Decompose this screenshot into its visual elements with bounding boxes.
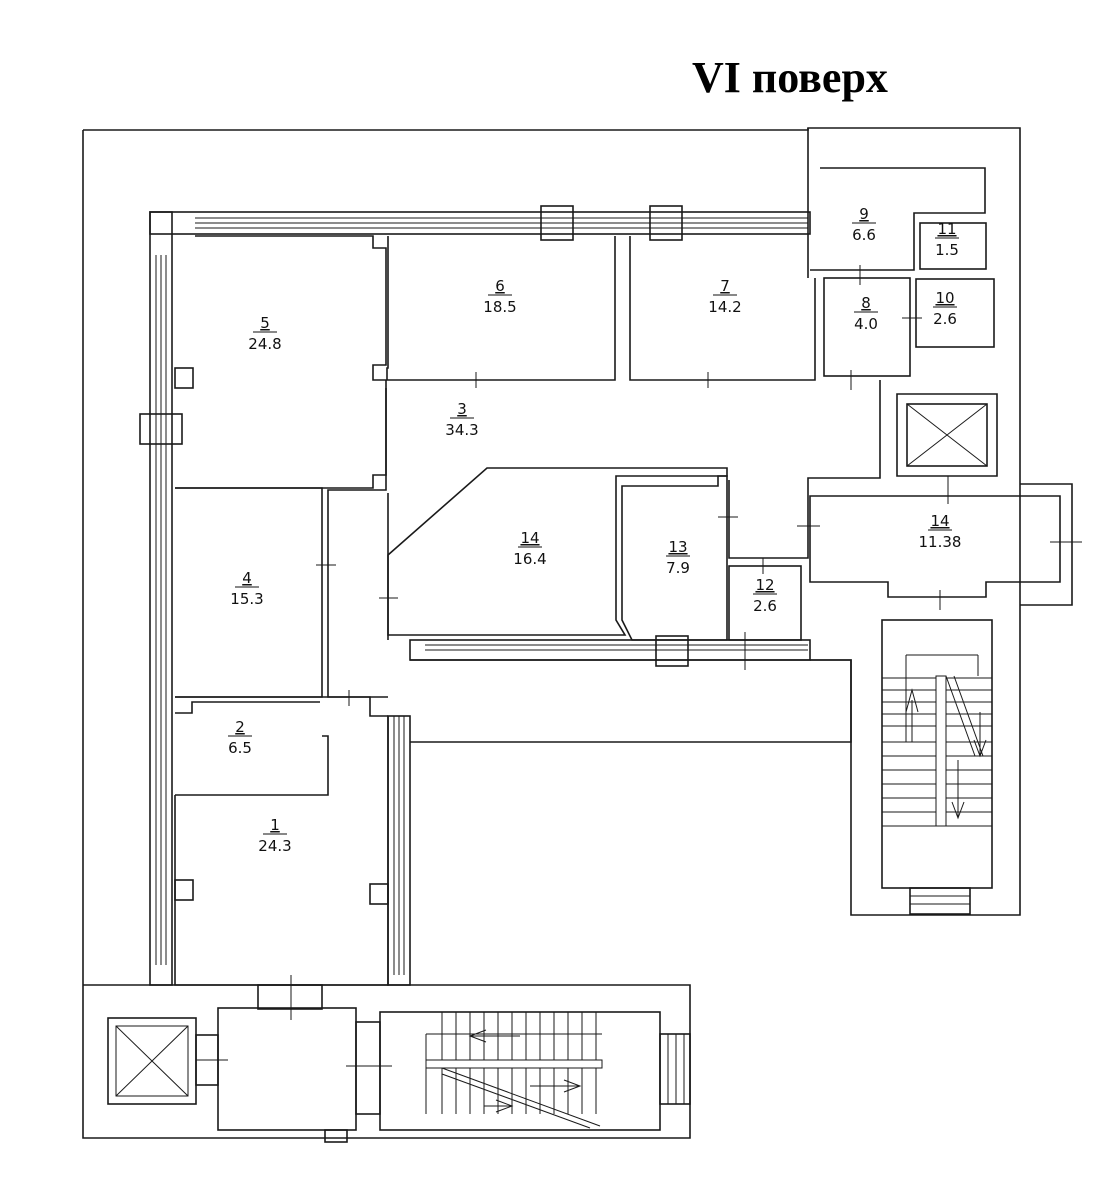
room-11-walls [919,222,987,270]
outer-wall [83,127,1021,916]
lift-bump [1020,483,1073,606]
room-area: 11.38 [919,533,962,551]
stairwell-bottom [379,1011,691,1131]
room-number: 1 [270,816,280,834]
room-area: 6.6 [852,226,876,244]
room-10-walls [915,278,995,348]
room-1-label: 124.3 [258,816,291,855]
room-7-walls [629,236,816,381]
room-number: 4 [242,569,252,587]
room-number: 8 [861,294,871,312]
stairwell-right [881,619,993,915]
room-3-label: 334.3 [445,400,478,439]
room-area: 14.2 [708,298,741,316]
room-number: 9 [859,205,869,223]
room-number: 12 [755,576,774,594]
room-number: 10 [935,289,954,307]
room-area: 18.5 [483,298,516,316]
room-5-label: 524.8 [248,314,281,353]
room-14a-label: 14 16.4 [513,529,546,568]
room-14b-walls [809,495,1061,598]
room-number: 7 [720,277,730,295]
room-13-label: 137.9 [666,538,690,577]
room-2-label: 26.5 [228,718,252,757]
window-band-top [149,205,811,241]
room-area: 1.5 [935,241,959,259]
room-number: 13 [668,538,687,556]
room-area: 34.3 [445,421,478,439]
room-area: 24.3 [258,837,291,855]
window-band-middle [409,632,811,670]
room-8-walls [823,277,911,377]
room-9-label: 96.6 [852,205,876,244]
window-band-left [139,211,183,986]
room-area: 24.8 [248,335,281,353]
courtyard [410,659,852,743]
room-number: 14 [520,529,539,547]
room-9-walls [810,167,986,271]
room-13-walls [621,475,728,641]
room-area: 16.4 [513,550,546,568]
room-11-label: 111.5 [935,220,959,259]
room-number: 5 [260,314,270,332]
room-2-walls [175,696,388,796]
room-area: 2.6 [753,597,777,615]
room-number: 11 [937,220,956,238]
room-area: 15.3 [230,590,263,608]
room-area: 6.5 [228,739,252,757]
room-number: 2 [235,718,245,736]
room-area: 7.9 [666,559,690,577]
room-3-walls [327,388,389,698]
elevator-shaft-right [896,393,998,477]
room-7-label: 714.2 [708,277,741,316]
room-area: 2.6 [933,310,957,328]
floor-title: VI поверх [692,53,888,102]
room-10-label: 102.6 [933,289,957,328]
room-6-label: 618.5 [483,277,516,316]
room-4-label: 415.3 [230,569,263,608]
room-8-label: 84.0 [854,294,878,333]
room-5-walls [175,235,387,489]
room-number: 3 [457,400,467,418]
room-area: 4.0 [854,315,878,333]
room-3-walls-right [728,380,881,559]
lobby-bottom [107,975,392,1143]
room-14b-label: 14 11.38 [919,512,962,551]
room-12-label: 122.6 [753,576,777,615]
room-14a-walls [387,467,728,636]
room-number: 14 [930,512,949,530]
room-number: 6 [495,277,505,295]
room-6-walls [386,236,616,381]
